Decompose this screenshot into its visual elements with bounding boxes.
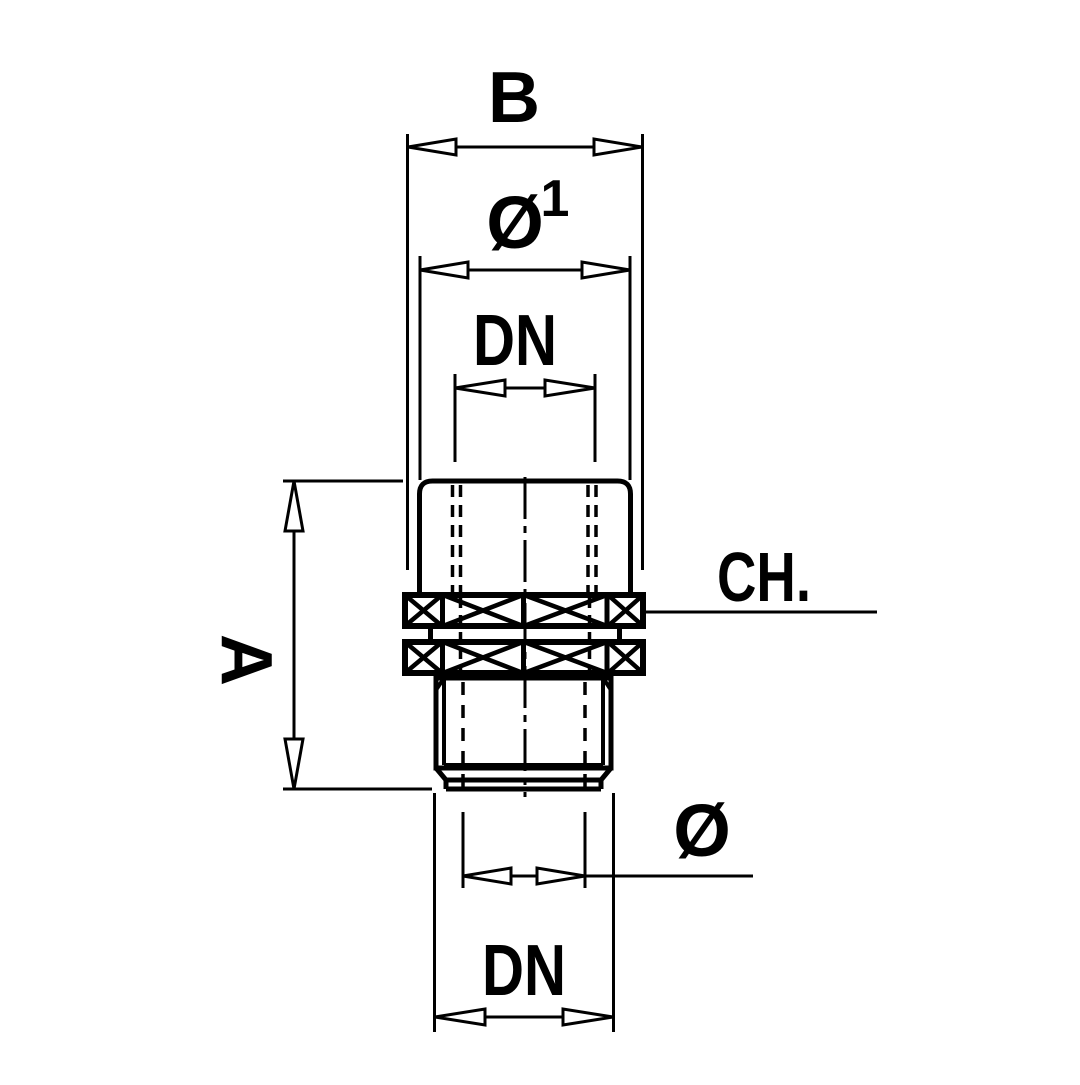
arrowhead-left-icon — [419, 260, 470, 280]
dim-label-dn-bottom: DN — [482, 931, 566, 1011]
dimension-b: B — [406, 58, 644, 570]
dim-label-dn-top: DN — [473, 301, 557, 381]
arrowhead-right-icon — [592, 137, 643, 157]
dim-label-a: A — [206, 634, 286, 686]
arrowhead-left-icon — [454, 378, 507, 398]
hex-nut-section — [402, 592, 646, 676]
dimension-dn-top: DN — [453, 301, 597, 462]
dim-label-b: B — [488, 58, 540, 138]
arrowhead-right-icon — [580, 260, 631, 280]
arrowhead-left-icon — [407, 137, 458, 157]
dim-label-diameter1-superscript: 1 — [541, 170, 570, 228]
dimension-diameter-1: Ø 1 — [418, 170, 632, 480]
dim-label-ch: CH. — [717, 538, 811, 616]
dim-label-diameter1: Ø — [486, 181, 544, 264]
hex-knurl-cross-pattern — [403, 592, 645, 629]
callout-ch: CH. — [646, 538, 877, 616]
dim-label-diameter: Ø — [673, 789, 731, 872]
dimension-diameter-bottom: Ø — [461, 789, 753, 888]
arrowhead-right-icon — [535, 866, 586, 886]
hex-knurl-cross-pattern — [403, 639, 645, 676]
arrowhead-left-icon — [434, 1007, 487, 1027]
arrowhead-left-icon — [462, 866, 513, 886]
arrowhead-up-icon — [283, 480, 305, 533]
dimension-dn-bottom: DN — [433, 793, 615, 1032]
arrowhead-down-icon — [283, 737, 305, 790]
dimension-a: A — [206, 479, 432, 791]
male-thread-runout-lines — [434, 676, 613, 767]
arrowhead-right-icon — [543, 378, 596, 398]
arrowhead-right-icon — [561, 1007, 614, 1027]
